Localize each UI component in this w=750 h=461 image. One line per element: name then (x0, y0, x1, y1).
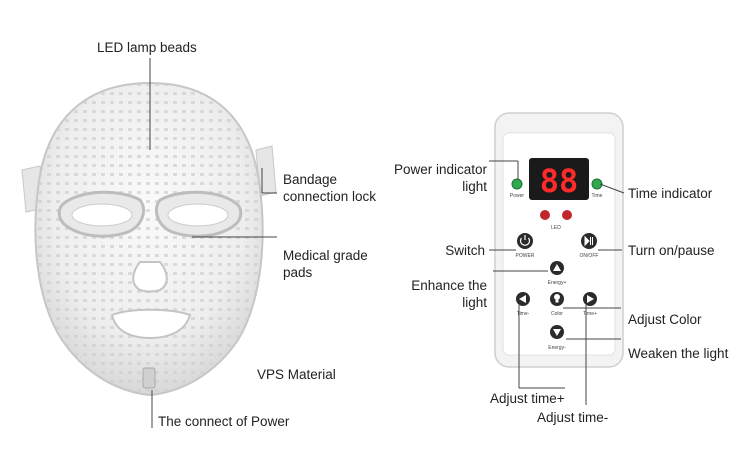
led-red-left (540, 210, 550, 220)
power-indicator-led (511, 178, 523, 190)
led-red-right (562, 210, 572, 220)
time-led-caption: Time (592, 193, 603, 199)
power-button-caption: POWER (516, 253, 535, 259)
label-time-indicator: Time indicator (628, 186, 713, 201)
power-button (517, 233, 533, 249)
label-switch: Switch (445, 243, 485, 258)
label-bandage-lock-line2: connection lock (283, 189, 377, 204)
label-connect-power: The connect of Power (158, 414, 290, 429)
arrow-left-icon (519, 295, 526, 303)
label-medical-pads: Medical grade pads (283, 247, 368, 281)
label-adjust-time-minus: Adjust time- (537, 410, 609, 425)
arrow-up-icon (553, 264, 561, 271)
arrow-down-icon (553, 329, 561, 336)
label-adjust-time-plus: Adjust time+ (490, 391, 565, 406)
play-pause-icon (584, 235, 593, 247)
led-caption: LED (551, 225, 561, 231)
digital-display (529, 158, 589, 200)
label-enhance-light-line1: Enhance the (411, 278, 487, 293)
label-enhance-light: Enhance the light (398, 277, 487, 311)
color-caption: Color (551, 311, 563, 317)
display-digits: 88 (540, 162, 579, 200)
power-led-caption: Power (510, 193, 525, 199)
label-power-indicator: Power indicator light (378, 161, 487, 195)
label-bandage-lock-line1: Bandage (283, 172, 338, 187)
arrow-right-icon (587, 295, 594, 303)
label-turn-on-pause: Turn on/pause (628, 243, 715, 258)
label-bandage-lock: Bandage connection lock (283, 171, 376, 205)
energy-minus-caption: Energy- (548, 345, 566, 351)
label-power-indicator-line1: Power indicator (393, 162, 487, 177)
onoff-button-caption: ON/OFF (580, 253, 599, 259)
led-mask-image (21, 81, 277, 397)
time-plus-caption: Time+ (583, 311, 597, 317)
time-minus-caption: Time- (517, 311, 530, 317)
label-led-lamp-beads: LED lamp beads (97, 40, 197, 55)
time-indicator-led (591, 178, 603, 190)
label-power-indicator-line2: light (462, 179, 487, 194)
label-weaken-light: Weaken the light (628, 346, 729, 361)
label-adjust-color: Adjust Color (628, 312, 702, 327)
power-icon (519, 237, 531, 246)
label-enhance-light-line2: light (462, 295, 487, 310)
label-medical-pads-line1: Medical grade (283, 248, 368, 263)
label-medical-pads-line2: pads (283, 265, 313, 280)
label-vps-material: VPS Material (257, 367, 336, 382)
energy-plus-caption: Energy+ (548, 280, 567, 286)
bulb-icon (554, 294, 560, 300)
